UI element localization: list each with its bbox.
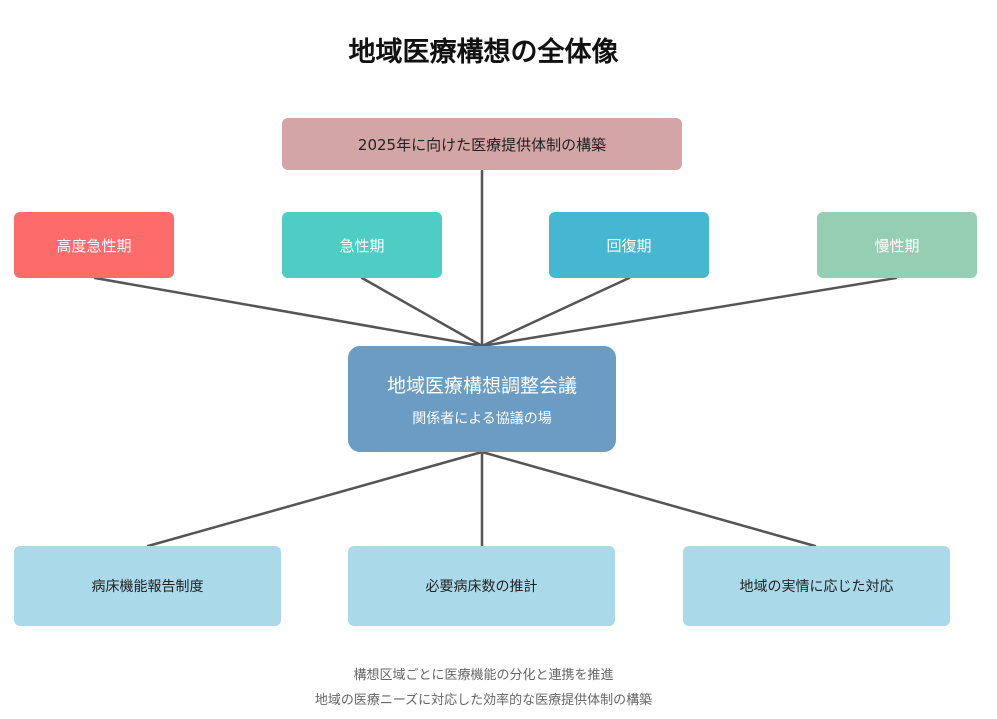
council-label: 地域医療構想調整会議: [386, 374, 577, 397]
phase-label: 急性期: [339, 236, 385, 255]
footer-line-1: 構想区域ごとに医療機能の分化と連携を推進: [353, 668, 614, 683]
connector-phase-3: [480, 276, 631, 348]
phase-label: 高度急性期: [56, 236, 132, 255]
phase-box-chronic: 慢性期: [817, 212, 977, 278]
connector-phase-2: [360, 276, 484, 348]
connector-outcome-1: [146, 450, 484, 548]
phase-box-high-acute: 高度急性期: [14, 212, 174, 278]
outcome-box-bed-report: 病床機能報告制度: [14, 546, 281, 626]
connector-outcome-3: [480, 450, 817, 548]
center-council-box: 地域医療構想調整会議 関係者による協議の場: [348, 346, 616, 452]
page-title: 地域医療構想の全体像: [348, 37, 619, 68]
goal-label: 2025年に向けた医療提供体制の構築: [357, 135, 607, 154]
outcome-box-bed-estimate: 必要病床数の推計: [348, 546, 615, 626]
phase-box-recovery: 回復期: [549, 212, 709, 278]
footer-line-2: 地域の医療ニーズに対応した効率的な医療提供体制の構築: [314, 693, 653, 708]
connector-phase-4: [480, 276, 898, 348]
phase-label: 回復期: [606, 236, 652, 255]
phase-box-acute: 急性期: [282, 212, 442, 278]
phase-label: 慢性期: [874, 236, 920, 255]
connector-phase-1: [93, 276, 484, 348]
council-sublabel: 関係者による協議の場: [412, 410, 552, 427]
goal-box: 2025年に向けた医療提供体制の構築: [282, 118, 682, 170]
outcome-box-local-response: 地域の実情に応じた対応: [683, 546, 950, 626]
outcome-label: 必要病床数の推計: [425, 579, 538, 595]
outcome-label: 病床機能報告制度: [91, 579, 204, 595]
outcome-label: 地域の実情に応じた対応: [739, 579, 894, 595]
